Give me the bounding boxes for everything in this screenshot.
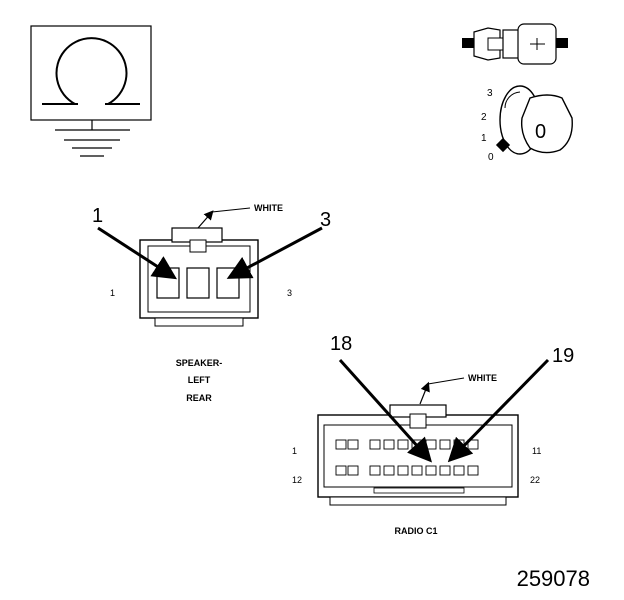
radio-pin-cavity (383, 465, 395, 476)
ignition-key-icon (495, 85, 573, 155)
radio-pin-cavity (411, 465, 423, 476)
radio-pin-cavity (347, 465, 359, 476)
radio-pin-cavity (453, 465, 465, 476)
ground-symbol-icon (30, 25, 152, 157)
radio-color-label: WHITE (468, 373, 497, 383)
radio-pin-22: 22 (530, 475, 540, 485)
radio-connector (317, 358, 550, 506)
radio-pin-cavity (335, 465, 347, 476)
speaker-pin-1: 1 (110, 288, 115, 298)
radio-pin-cavity (369, 465, 381, 476)
radio-pin-cavity (347, 439, 359, 450)
radio-pin-cavity (335, 439, 347, 450)
speaker-callout-1: 1 (92, 205, 103, 227)
radio-pin-cavity (369, 439, 381, 450)
speaker-name-line3: REAR (186, 393, 212, 403)
speaker-callout-3: 3 (320, 209, 331, 231)
speaker-pin-3: 3 (287, 288, 292, 298)
radio-pin-cavity (467, 465, 479, 476)
ignition-pos-0: 0 (488, 152, 494, 163)
radio-pin-cavity (383, 439, 395, 450)
radio-pin-cavity (439, 465, 451, 476)
ignition-pos-2: 2 (481, 112, 487, 123)
radio-pin-cavity (425, 465, 437, 476)
radio-pin-cavity (439, 439, 451, 450)
radio-pin-cavity (397, 465, 409, 476)
radio-callout-18: 18 (330, 333, 352, 355)
radio-pin-11: 11 (532, 446, 541, 456)
speaker-connector (97, 207, 323, 327)
ignition-pos-1: 1 (481, 133, 487, 144)
ignition-pos-3: 3 (487, 88, 493, 99)
ignition-key-label: 0 (535, 121, 546, 143)
radio-pin-cavity (397, 439, 409, 450)
speaker-color-label: WHITE (254, 203, 283, 213)
radio-callout-19: 19 (552, 345, 574, 367)
bulb-socket-icon (462, 23, 568, 65)
speaker-name-line2: LEFT (188, 375, 211, 385)
radio-name-label: RADIO C1 (394, 526, 437, 536)
speaker-name-line1: SPEAKER- (176, 358, 223, 368)
radio-pin-cavity (425, 439, 437, 450)
radio-pin-1: 1 (292, 446, 297, 456)
radio-pin-12: 12 (292, 475, 302, 485)
figure-number: 259078 (517, 566, 590, 591)
